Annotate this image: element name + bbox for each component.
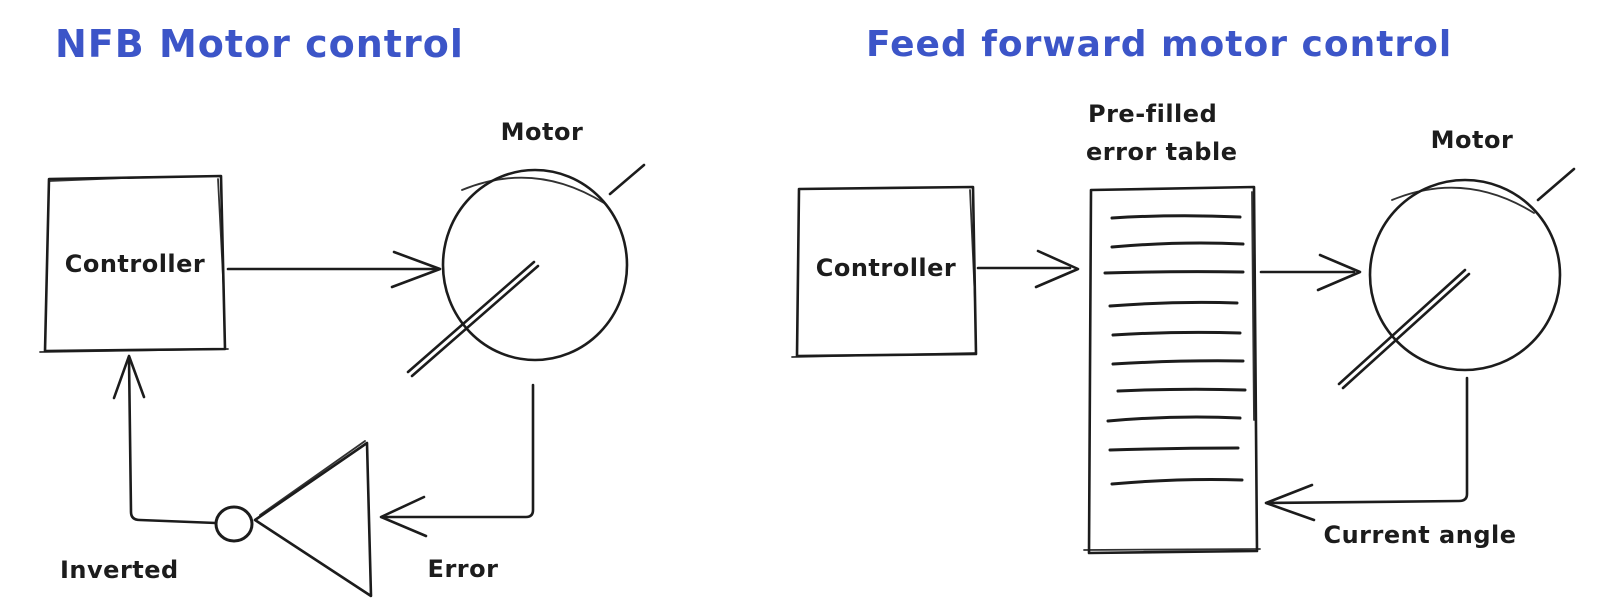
table-row-line [1108,446,1240,452]
ff-flow-arrowhead-1 [1034,249,1080,289]
ff-motor-circle-sketch [1391,186,1535,214]
nfb-return-line [127,356,218,525]
nfb-diagram: NFB Motor control Controller Motor Error… [39,22,646,598]
ff-current-angle-label: Current angle [1323,521,1516,549]
ff-error-table-rows [1103,214,1247,486]
nfb-inverter-triangle [253,441,373,598]
ff-feedback-line [1266,376,1469,505]
nfb-motor-circle [441,168,629,362]
ff-feedback-arrowhead [1264,483,1316,522]
feedforward-diagram: Feed forward motor control Controller Pr… [791,24,1576,555]
table-row-line [1110,214,1242,220]
ff-error-table-sketch [1083,191,1261,551]
nfb-inverted-label: Inverted [60,556,179,584]
ff-table-title-line2: error table [1086,138,1237,166]
ff-controller-label: Controller [816,254,957,282]
table-row-line [1116,387,1247,393]
table-row-line [1111,330,1242,337]
ff-motor-circle [1368,178,1562,372]
ff-title: Feed forward motor control [866,24,1452,65]
nfb-error-label: Error [428,555,499,583]
ff-flow-arrowhead-2 [1316,253,1362,292]
ff-error-table-box [1087,185,1259,555]
ff-table-title-line1: Pre-filled [1088,100,1217,128]
ff-motor-tick [1536,167,1576,202]
table-row-line [1111,359,1245,366]
ff-controller-box-sketch [791,189,976,358]
nfb-title: NFB Motor control [55,22,464,66]
table-row-line [1108,300,1239,308]
nfb-motor-circle-sketch [461,176,605,204]
nfb-inverter-bubble [214,505,254,543]
nfb-inverter-triangle-sketch [259,440,366,516]
nfb-motor-tick [608,163,646,196]
table-row-line [1110,241,1245,249]
ff-motor-label: Motor [1431,126,1514,154]
ff-motor-shaft [1337,268,1471,390]
nfb-feedback-line [380,383,535,519]
table-row-line [1106,415,1242,423]
nfb-flow-arrowhead [390,250,442,289]
table-row-line [1103,270,1245,275]
nfb-controller-box-sketch [39,176,229,353]
nfb-return-arrowhead [112,354,146,400]
ff-controller-box [795,185,978,358]
table-row-line [1110,478,1244,486]
nfb-controller-label: Controller [65,250,206,278]
nfb-motor-shaft [406,260,540,378]
nfb-motor-label: Motor [501,118,584,146]
nfb-feedback-arrowhead [379,495,428,538]
